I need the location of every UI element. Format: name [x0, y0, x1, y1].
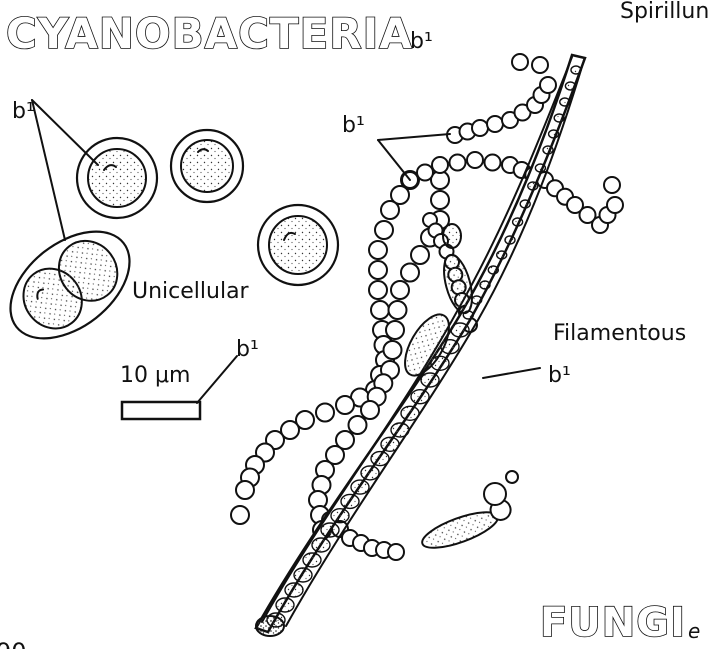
chain-bead [450, 155, 466, 171]
filament-cell [480, 281, 490, 289]
filament-cell [571, 66, 581, 74]
filament-cell [513, 218, 523, 226]
filament-cell [303, 553, 321, 567]
label-filamentous: Filamentous [553, 321, 686, 346]
chain-bead [485, 155, 501, 171]
chain-bead [411, 246, 429, 264]
filament-chains [231, 54, 623, 560]
unicellular-cell [171, 130, 243, 202]
footer-marker: e [688, 619, 700, 643]
footer-title: FUNGI [540, 600, 686, 646]
pointer-line-filament [483, 368, 540, 378]
filament-cell [294, 568, 312, 582]
filament-cell [312, 538, 330, 552]
filament-cell [331, 509, 349, 523]
filament-cell [411, 390, 429, 404]
label-b-cells: b¹ [12, 99, 35, 124]
chain-bead [607, 197, 623, 213]
filament-cell [528, 182, 538, 190]
filament-cell [543, 146, 553, 154]
corner-text-top: Spirillun [620, 0, 709, 24]
filament-cell [505, 236, 515, 244]
chain-bead [540, 77, 556, 93]
filament-cell [554, 114, 564, 122]
filament-cell [472, 296, 482, 304]
chain-bead [472, 120, 488, 136]
label-scale: 10 μm [120, 363, 190, 388]
chain-bead [532, 57, 548, 73]
filament-cell [371, 452, 389, 466]
title-marker: b¹ [410, 29, 433, 54]
chain-bead [401, 264, 419, 282]
short-filament [417, 497, 516, 555]
unicellular-cell-group [0, 130, 338, 360]
chain-bead [236, 481, 254, 499]
filament-cell [351, 480, 369, 494]
label-unicellular: Unicellular [132, 279, 250, 304]
filament-cell [488, 266, 498, 274]
chain-bead [316, 404, 334, 422]
filament-cell [391, 423, 409, 437]
pointer-line-scale [197, 356, 237, 403]
label-b-scale: b¹ [236, 337, 259, 362]
chain-bead [388, 544, 404, 560]
filament-cell [520, 200, 530, 208]
filament-cell [421, 373, 439, 387]
chain-bead [431, 191, 449, 209]
chain-bead [512, 54, 528, 70]
chain-bead [369, 281, 387, 299]
chain-bead [467, 152, 483, 168]
chain-bead [369, 241, 387, 259]
chain-bead [432, 157, 448, 173]
chain-bead [349, 416, 367, 434]
filament-cell [361, 466, 379, 480]
filament-cell [560, 98, 570, 106]
filament-cell [285, 583, 303, 597]
bottom-left-fragment: 90 [0, 638, 27, 649]
dividing-cell [0, 210, 149, 360]
filament-cell [276, 598, 294, 612]
chain-bead [369, 261, 387, 279]
chain-bead [386, 321, 404, 339]
unicellular-cell [77, 138, 157, 218]
chain-bead [391, 281, 409, 299]
title: CYANOBACTERIA [6, 9, 413, 58]
filament-cell [535, 164, 545, 172]
chain-bead [389, 301, 407, 319]
chain-bead [384, 341, 402, 359]
chain-bead [231, 506, 249, 524]
chain-bead [371, 301, 389, 319]
filament-cell [549, 130, 559, 138]
label-b-chain: b¹ [342, 113, 365, 138]
filament-cell [381, 437, 399, 451]
chain-bead [375, 221, 393, 239]
chain-bead [361, 401, 379, 419]
filament-cell [565, 82, 575, 90]
label-b-filament: b¹ [548, 363, 571, 388]
chain-bead [604, 177, 620, 193]
chain-bead [336, 396, 354, 414]
filament-cell [451, 323, 469, 337]
unicellular-cell [258, 205, 338, 285]
filament-cell [341, 494, 359, 508]
chain-bead [381, 201, 399, 219]
filament-cell [401, 406, 419, 420]
chain-bead [487, 116, 503, 132]
chain-bead [417, 165, 433, 181]
filament-cell [497, 251, 507, 259]
filament-cell [321, 523, 339, 537]
scale-bar [122, 402, 200, 419]
